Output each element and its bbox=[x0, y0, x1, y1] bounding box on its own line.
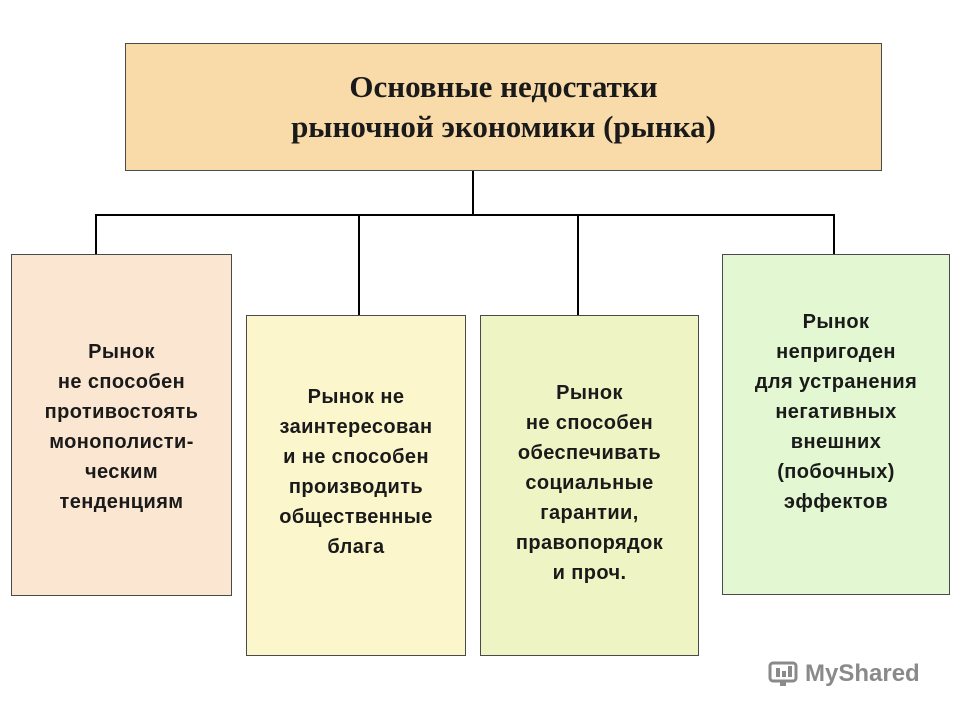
watermark-text: MyShared bbox=[805, 660, 920, 687]
card-2-line: общественные bbox=[279, 505, 433, 528]
card-2-line: заинтересован bbox=[279, 415, 433, 438]
card-4-line: (побочных) bbox=[777, 460, 895, 483]
card-4-line: Рынок bbox=[802, 310, 870, 333]
root-title-box: Основные недостатки рыночной экономики (… bbox=[125, 43, 882, 171]
card-2-line: производить bbox=[288, 475, 424, 498]
title-line-1: Основные недостатки bbox=[349, 69, 658, 104]
card-4-line: негативных bbox=[775, 400, 897, 423]
card-3-line: социальные bbox=[525, 471, 654, 494]
card-externalities: Рынок непригоден для устранения негативн… bbox=[722, 254, 950, 595]
card-4-line: эффектов bbox=[783, 490, 889, 513]
card-1-line: тенденциям bbox=[59, 491, 184, 513]
card-1-line: Рынок bbox=[88, 341, 155, 363]
card-4-line: внешних bbox=[790, 430, 882, 453]
card-3-line: обеспечивать bbox=[517, 441, 662, 464]
card-1-line: не способен bbox=[57, 371, 186, 393]
card-3-line: не способен bbox=[525, 411, 654, 434]
myshared-watermark: MyShared bbox=[767, 656, 920, 692]
card-1-line: ческим bbox=[84, 461, 159, 483]
card-public-goods: Рынок не заинтересован и не способен про… bbox=[246, 315, 466, 656]
card-monopoly: Рынок не способен противостоять монополи… bbox=[11, 254, 232, 596]
card-4-line: для устранения bbox=[754, 370, 918, 393]
myshared-logo-icon bbox=[768, 661, 798, 686]
card-2-line: Рынок не bbox=[307, 385, 405, 408]
card-3-line: гарантии, bbox=[540, 501, 639, 524]
card-3-line: Рынок bbox=[556, 381, 623, 404]
card-1-line: монополисти- bbox=[49, 431, 194, 453]
card-3-line: и проч. bbox=[552, 561, 627, 584]
card-social-guarantees: Рынок не способен обеспечивать социальны… bbox=[480, 315, 699, 656]
card-1-line: противостоять bbox=[44, 401, 199, 423]
card-4-line: непригоден bbox=[776, 340, 896, 363]
card-2-line: и не способен bbox=[283, 445, 429, 468]
card-2-line: блага bbox=[327, 535, 385, 558]
title-line-2: рыночной экономики (рынка) bbox=[291, 109, 716, 144]
card-3-line: правопорядок bbox=[515, 531, 664, 554]
